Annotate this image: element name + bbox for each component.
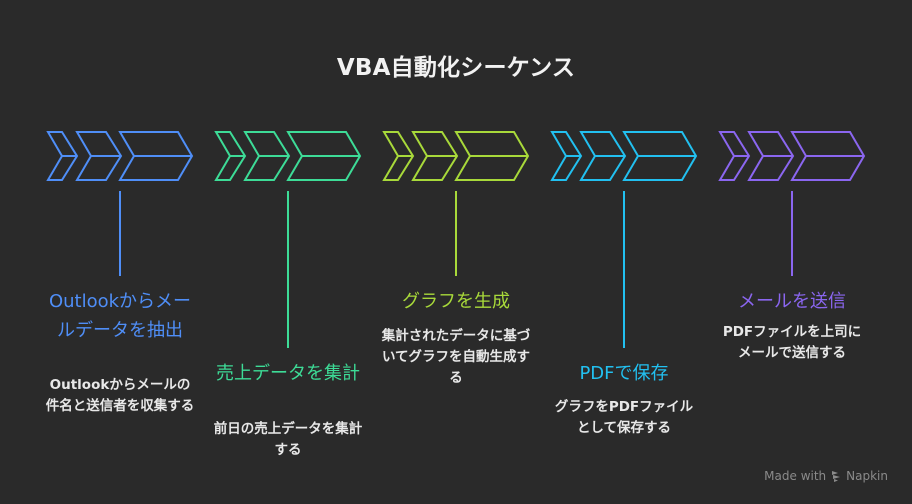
step-4-description: グラフをPDFファイルとして保存する [554,399,694,436]
napkin-credit[interactable]: Made with Napkin [764,469,888,483]
napkin-brand: Napkin [846,469,888,483]
step-2-arrow-group [214,131,362,348]
step-3-title: グラフを生成 [402,291,510,312]
diagram-title: VBA自動化シーケンス [336,55,576,81]
step-2-description: 前日の売上データを集計する [213,421,363,458]
napkin-logo-icon [832,471,841,482]
step-2-title: 売上データを集計 [216,363,360,384]
step-5-arrow-group [718,131,866,276]
step-1-description: Outlookからメールの件名と送信者を収集する [45,377,195,414]
made-with-label: Made with [764,469,827,483]
step-1-title: Outlookからメールデータを抽出 [48,291,192,341]
step-3-arrow-group [382,131,530,276]
step-1-arrow-group [46,131,194,276]
step-5-title: メールを送信 [738,291,846,312]
step-4-title: PDFで保存 [579,363,669,384]
step-5-description: PDFファイルを上司にメールで送信する [722,324,862,361]
step-3-description: 集計されたデータに基づいてグラフを自動生成する [381,328,531,386]
step-4-arrow-group [550,131,698,348]
